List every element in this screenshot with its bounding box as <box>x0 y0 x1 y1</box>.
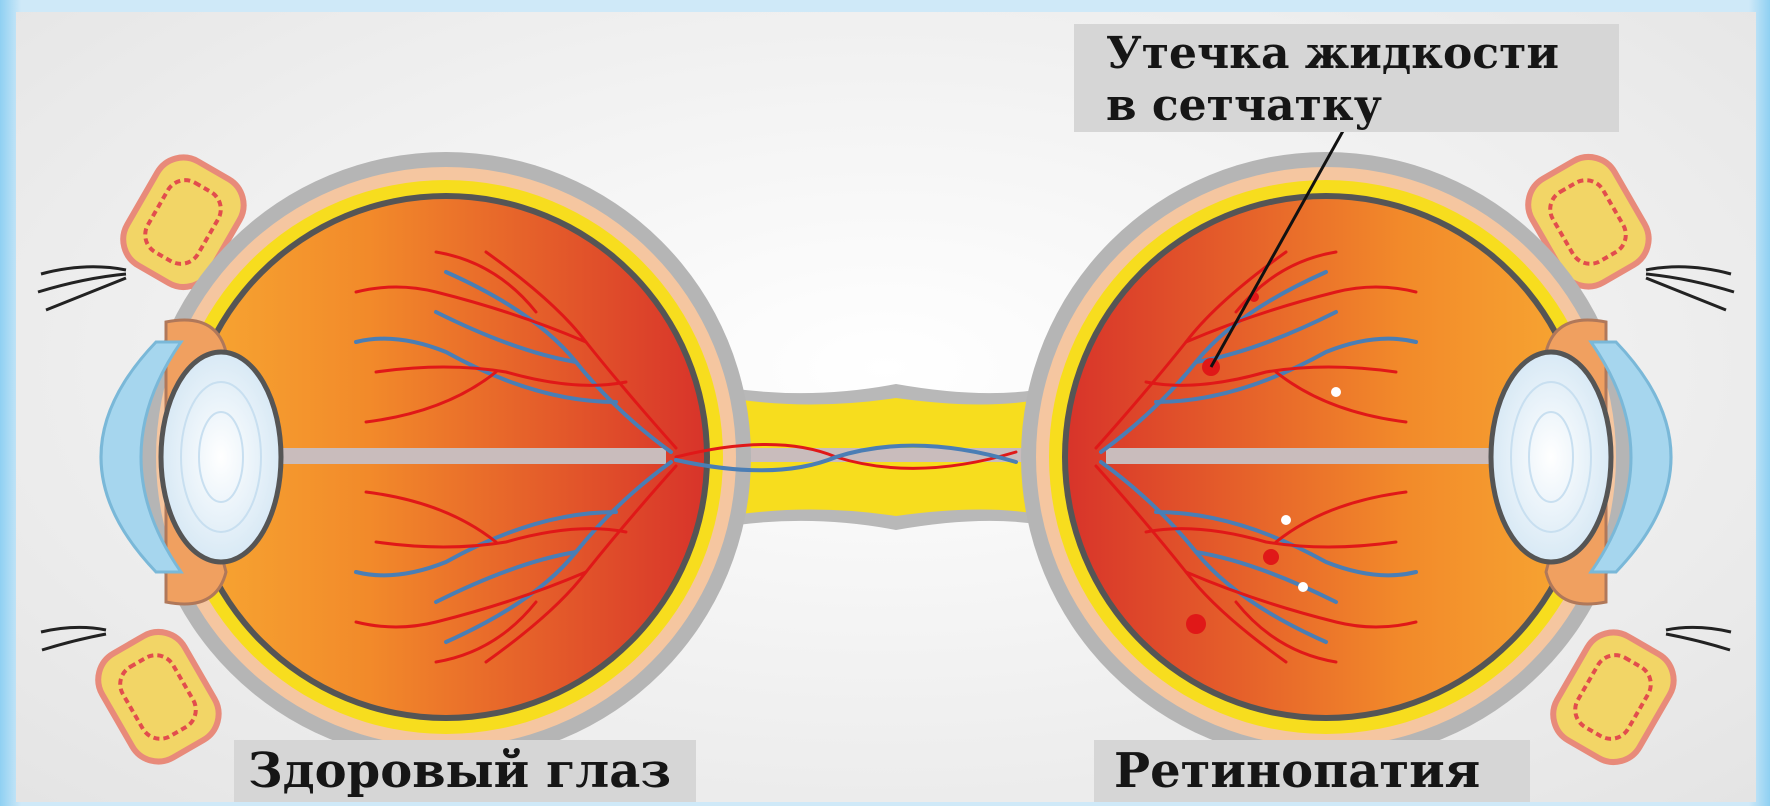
diagram-canvas: Утечка жидкости в сетчатку Здоровый глаз… <box>16 12 1756 802</box>
retinopathy-eye <box>1021 146 1734 773</box>
eyelashes-top-right <box>1646 267 1734 310</box>
eyelashes-bottom-right <box>1666 627 1731 650</box>
leak-label-line2: в сетчатку <box>1106 80 1619 132</box>
lens-right <box>1491 352 1611 562</box>
leak-label-line1: Утечка жидкости <box>1106 28 1619 80</box>
eyelashes-top-left <box>38 267 126 310</box>
eyelashes-bottom-left <box>41 627 106 650</box>
visual-axis <box>248 448 666 464</box>
lens <box>161 352 281 562</box>
leak-label: Утечка жидкости в сетчатку <box>1074 24 1619 132</box>
visual-axis-right <box>1106 448 1524 464</box>
retinopathy-label: Ретинопатия <box>1094 740 1530 802</box>
healthy-eye-label: Здоровый глаз <box>234 740 696 802</box>
